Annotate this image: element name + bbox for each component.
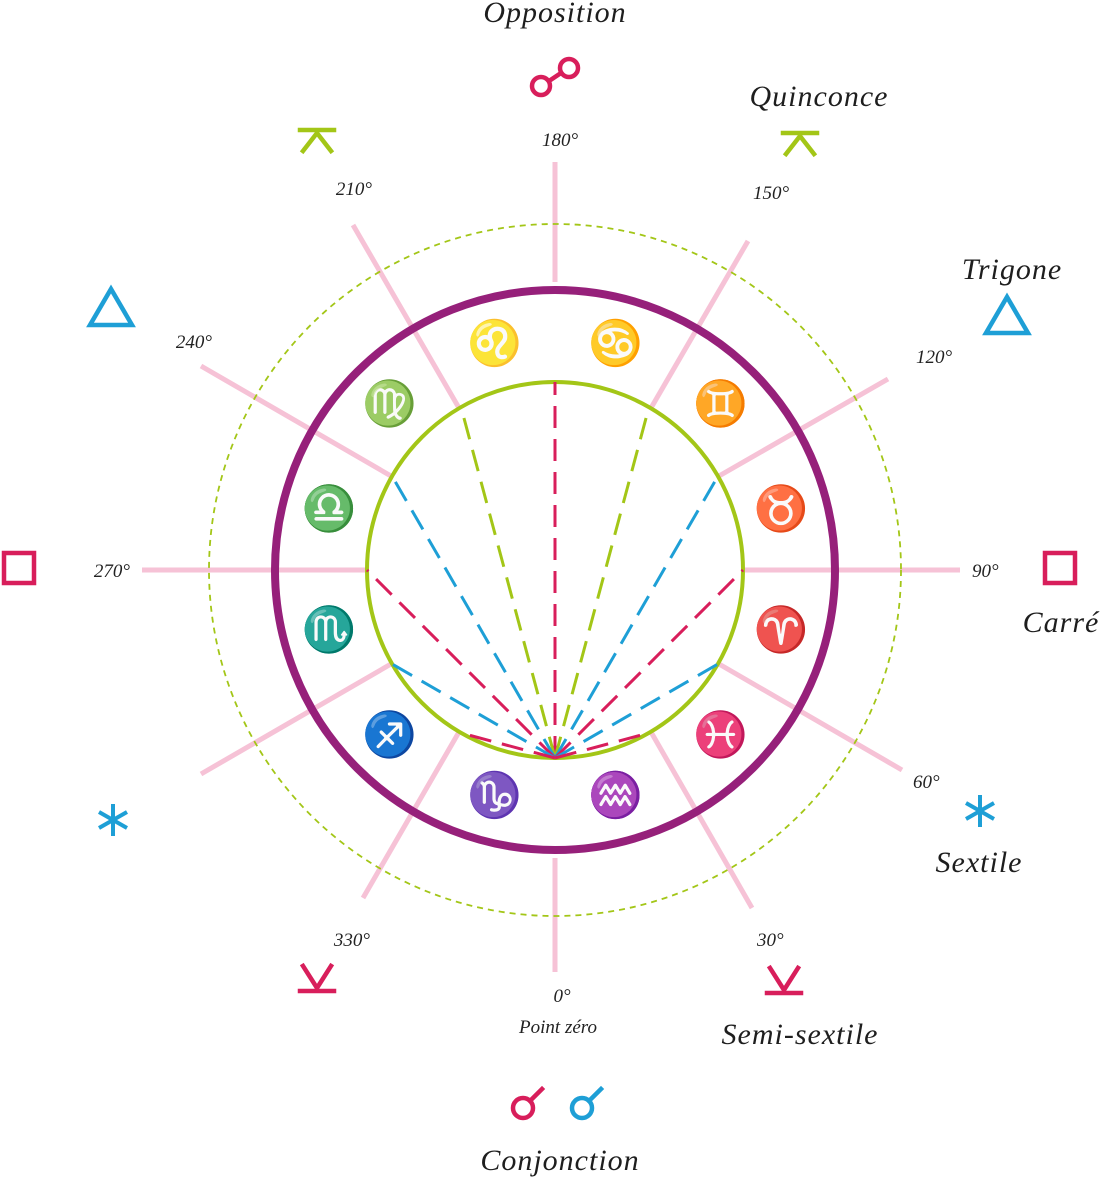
trine-icon (86, 284, 136, 328)
chord-330 (460, 731, 556, 760)
dashed-orbit-circle (208, 223, 902, 917)
gemini-icon: ♊ (693, 379, 748, 429)
chord-210 (459, 406, 557, 759)
sagittarius-icon: ♐ (362, 710, 417, 760)
conjunction-icon (510, 1085, 546, 1121)
inner-circle (365, 380, 745, 760)
chord-150 (553, 406, 651, 759)
semi-sextile-icon (297, 962, 337, 994)
chord-270 (365, 568, 557, 760)
radial-line-210 (350, 223, 462, 410)
radial-line-30 (648, 730, 755, 910)
zodiac-signs: ♒ ♓ ♈ ♉ ♊ ♋ ♌ ♍ ♎ ♏ ♐ ♑ (301, 318, 809, 820)
aries-icon: ♈ (754, 605, 809, 655)
radial-line-150 (648, 239, 751, 410)
sextile-icon (965, 795, 995, 827)
square-icon (1, 550, 37, 586)
degree-label-90: 90° (972, 561, 999, 582)
zodiac-ring (271, 286, 839, 854)
aspect-glyphs (1, 56, 1078, 1121)
degree-label-330: 330° (333, 930, 371, 951)
degree-label-30: 30° (756, 930, 784, 951)
conjunction-icon (569, 1085, 605, 1121)
trine-icon (982, 292, 1032, 336)
aspect-name-trigone: Trigone (962, 253, 1062, 286)
virgo-icon: ♍ (362, 379, 417, 429)
radial-lines (142, 162, 960, 972)
radial-line-240 (199, 363, 393, 479)
aspect-name-sextile: Sextile (936, 846, 1023, 879)
radial-line-330 (360, 730, 462, 900)
degree-label-120: 120° (916, 347, 953, 368)
leo-icon: ♌ (467, 318, 522, 368)
aspect-name-semi-sextile: Semi-sextile (722, 1018, 879, 1051)
semi-sextile-icon (764, 964, 804, 996)
capricorn-icon: ♑ (467, 770, 522, 820)
pisces-icon: ♓ (693, 710, 748, 760)
radial-line-60 (717, 661, 904, 773)
square-icon (1042, 550, 1078, 586)
degree-label-60: 60° (913, 772, 940, 793)
aquarius-icon: ♒ (588, 770, 643, 820)
aspect-name-quinconce: Quinconce (750, 80, 889, 113)
zero-point-caption: Point zéro (518, 1017, 597, 1038)
libra-icon: ♎ (302, 483, 357, 533)
chord-30 (554, 731, 650, 760)
degree-label-180: 180° (542, 130, 579, 151)
degree-label-0: 0° (553, 986, 571, 1007)
aspect-name-conjonction: Conjonction (480, 1144, 639, 1177)
taurus-icon: ♉ (754, 483, 809, 533)
aspect-name-carre: Carré (1023, 606, 1100, 639)
chord-90 (553, 568, 745, 760)
radial-line-120 (717, 376, 890, 479)
chord-120 (553, 475, 720, 759)
quincunx-icon (297, 127, 337, 155)
degree-label-270: 270° (94, 561, 131, 582)
opposition-icon (529, 56, 581, 98)
chord-240 (390, 475, 557, 759)
aspect-name-opposition: Opposition (483, 0, 626, 29)
sextile-icon (98, 804, 128, 836)
quincunx-icon (780, 130, 820, 158)
scorpio-icon: ♏ (302, 605, 357, 655)
cancer-icon: ♋ (588, 318, 643, 368)
degree-label-150: 150° (753, 183, 790, 204)
degree-label-240: 240° (176, 332, 213, 353)
aspect-chords (365, 382, 745, 760)
degree-label-210: 210° (336, 179, 373, 200)
radial-line-300 (199, 661, 393, 777)
aspect-names: Opposition Quinconce Trigone Carré Sexti… (480, 0, 1100, 1177)
degree-labels: 30° 60° 90° 120° 150° 180° 210° 240° 270… (94, 130, 999, 1038)
